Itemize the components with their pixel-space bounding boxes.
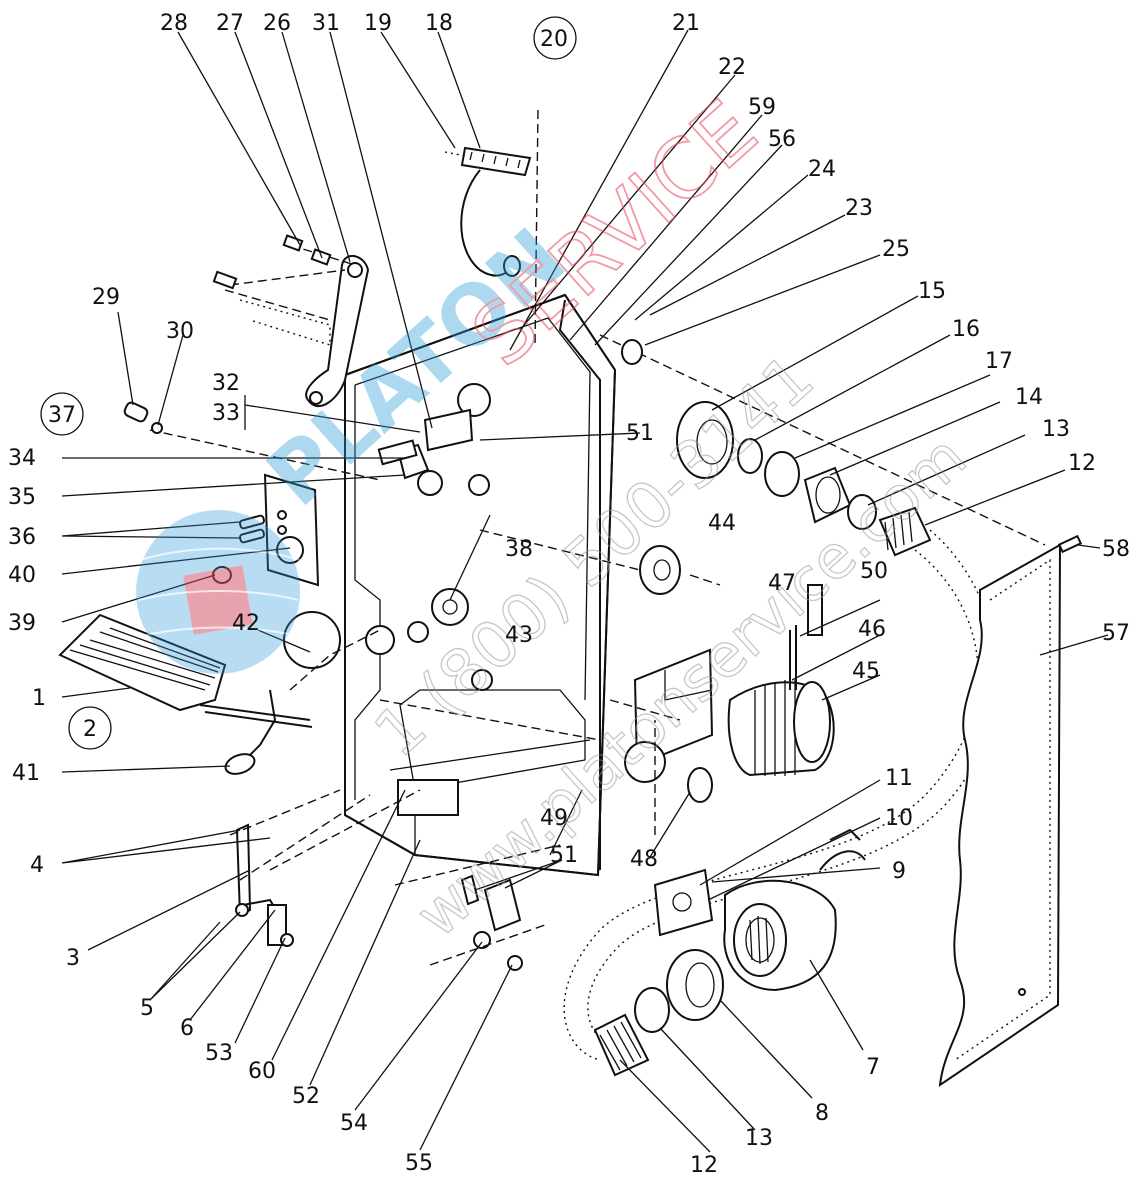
callout-18: 18 bbox=[425, 11, 453, 36]
callout-45: 45 bbox=[852, 659, 880, 684]
callout-60: 60 bbox=[248, 1059, 276, 1084]
callout-4: 4 bbox=[30, 853, 44, 878]
duct-ring-assembly bbox=[599, 334, 1046, 557]
callout-36: 36 bbox=[8, 525, 36, 550]
watermark-logo bbox=[136, 510, 301, 674]
control-panel bbox=[149, 408, 474, 587]
callout-5: 5 bbox=[140, 996, 154, 1021]
callout-31: 31 bbox=[312, 11, 340, 36]
bottom-brackets bbox=[229, 789, 561, 971]
callout-17: 17 bbox=[985, 349, 1013, 374]
callout-20: 20 bbox=[540, 27, 568, 52]
flex-hose bbox=[563, 529, 998, 1061]
callout-39: 39 bbox=[8, 611, 36, 636]
callout-42: 42 bbox=[232, 611, 260, 636]
callout-13-lower: 13 bbox=[745, 1126, 773, 1151]
callout-52: 52 bbox=[292, 1084, 320, 1109]
callout-53: 53 bbox=[205, 1041, 233, 1066]
callout-58: 58 bbox=[1102, 537, 1130, 562]
callout-23: 23 bbox=[845, 196, 873, 221]
watermark-square bbox=[183, 565, 253, 635]
wire-harness bbox=[444, 109, 539, 346]
callout-6: 6 bbox=[180, 1016, 194, 1041]
watermark-globe bbox=[136, 510, 300, 674]
callout-11: 11 bbox=[885, 766, 913, 791]
callout-50: 50 bbox=[860, 559, 888, 584]
callout-37: 37 bbox=[48, 403, 76, 428]
foot-pedal bbox=[58, 611, 381, 775]
callout-38: 38 bbox=[505, 537, 533, 562]
callout-55: 55 bbox=[405, 1151, 433, 1176]
callout-10: 10 bbox=[885, 806, 913, 831]
callout-47: 47 bbox=[768, 571, 796, 596]
callout-28: 28 bbox=[160, 11, 188, 36]
callout-40: 40 bbox=[8, 563, 36, 588]
motor-assembly bbox=[609, 584, 835, 835]
callout-16: 16 bbox=[952, 317, 980, 342]
callout-46: 46 bbox=[858, 617, 886, 642]
callout-30: 30 bbox=[166, 319, 194, 344]
callout-13-upper: 13 bbox=[1042, 417, 1070, 442]
callout-27: 27 bbox=[216, 11, 244, 36]
callout-19: 19 bbox=[364, 11, 392, 36]
callout-3: 3 bbox=[66, 946, 80, 971]
callout-12-lower: 12 bbox=[690, 1153, 718, 1178]
callout-1: 1 bbox=[32, 686, 46, 711]
callout-29: 29 bbox=[92, 285, 120, 310]
callout-labels: 28 27 26 31 19 18 20 21 22 59 56 24 23 2… bbox=[8, 11, 1130, 1178]
callout-32: 32 bbox=[212, 371, 240, 396]
callout-26: 26 bbox=[263, 11, 291, 36]
callout-rings bbox=[40, 16, 577, 750]
callout-22: 22 bbox=[718, 55, 746, 80]
callout-57: 57 bbox=[1102, 621, 1130, 646]
callout-44: 44 bbox=[708, 511, 736, 536]
callout-7: 7 bbox=[866, 1055, 880, 1080]
callout-35: 35 bbox=[8, 485, 36, 510]
callout-48: 48 bbox=[630, 847, 658, 872]
callout-21: 21 bbox=[672, 11, 700, 36]
leader-lines bbox=[61, 29, 1109, 1153]
callout-25: 25 bbox=[882, 237, 910, 262]
callout-51-lower: 51 bbox=[550, 843, 578, 868]
callout-24: 24 bbox=[808, 157, 836, 182]
callout-2: 2 bbox=[83, 717, 97, 742]
callout-9: 9 bbox=[892, 859, 906, 884]
callout-51-upper: 51 bbox=[626, 421, 654, 446]
callout-56: 56 bbox=[768, 127, 796, 152]
callout-41: 41 bbox=[12, 761, 40, 786]
callout-15: 15 bbox=[918, 279, 946, 304]
callout-12-upper: 12 bbox=[1068, 451, 1096, 476]
side-panel bbox=[938, 534, 1083, 1088]
knob-assembly bbox=[123, 401, 163, 434]
callout-14: 14 bbox=[1015, 385, 1043, 410]
blower-assembly bbox=[593, 828, 866, 1077]
callout-59: 59 bbox=[748, 95, 776, 120]
callout-54: 54 bbox=[340, 1111, 368, 1136]
callout-34: 34 bbox=[8, 446, 36, 471]
callout-43: 43 bbox=[505, 623, 533, 648]
callout-49: 49 bbox=[540, 806, 568, 831]
callout-8: 8 bbox=[815, 1101, 829, 1126]
callout-33: 33 bbox=[212, 401, 240, 426]
